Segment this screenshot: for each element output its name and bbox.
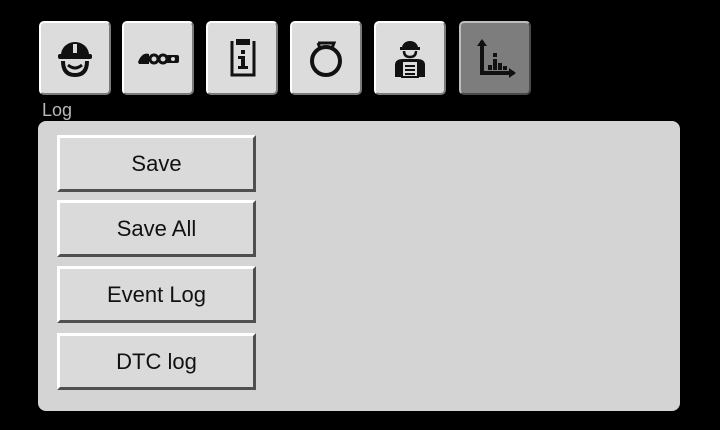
save-button[interactable]: Save (57, 135, 256, 192)
operator-helmet-icon (58, 42, 92, 78)
save-all-button[interactable]: Save All (57, 200, 256, 257)
dtc-log-button[interactable]: DTC log (57, 333, 256, 390)
log-panel: Save Save All Event Log DTC log (38, 121, 680, 411)
operator-tab-button[interactable] (39, 21, 111, 95)
log-tab-button[interactable] (459, 21, 531, 95)
section-label: Log (42, 100, 73, 120)
info-tab-button[interactable] (206, 21, 278, 95)
event-log-button[interactable]: Event Log (57, 266, 256, 323)
technician-clipboard-icon (395, 41, 425, 78)
info-document-icon (230, 39, 256, 77)
log-chart-icon (477, 39, 516, 78)
ring-tab-button[interactable] (290, 21, 362, 95)
technician-tab-button[interactable] (374, 21, 446, 95)
machine-tab-button[interactable] (122, 21, 194, 95)
ring-icon (310, 41, 342, 77)
machine-chain-icon (138, 53, 179, 65)
